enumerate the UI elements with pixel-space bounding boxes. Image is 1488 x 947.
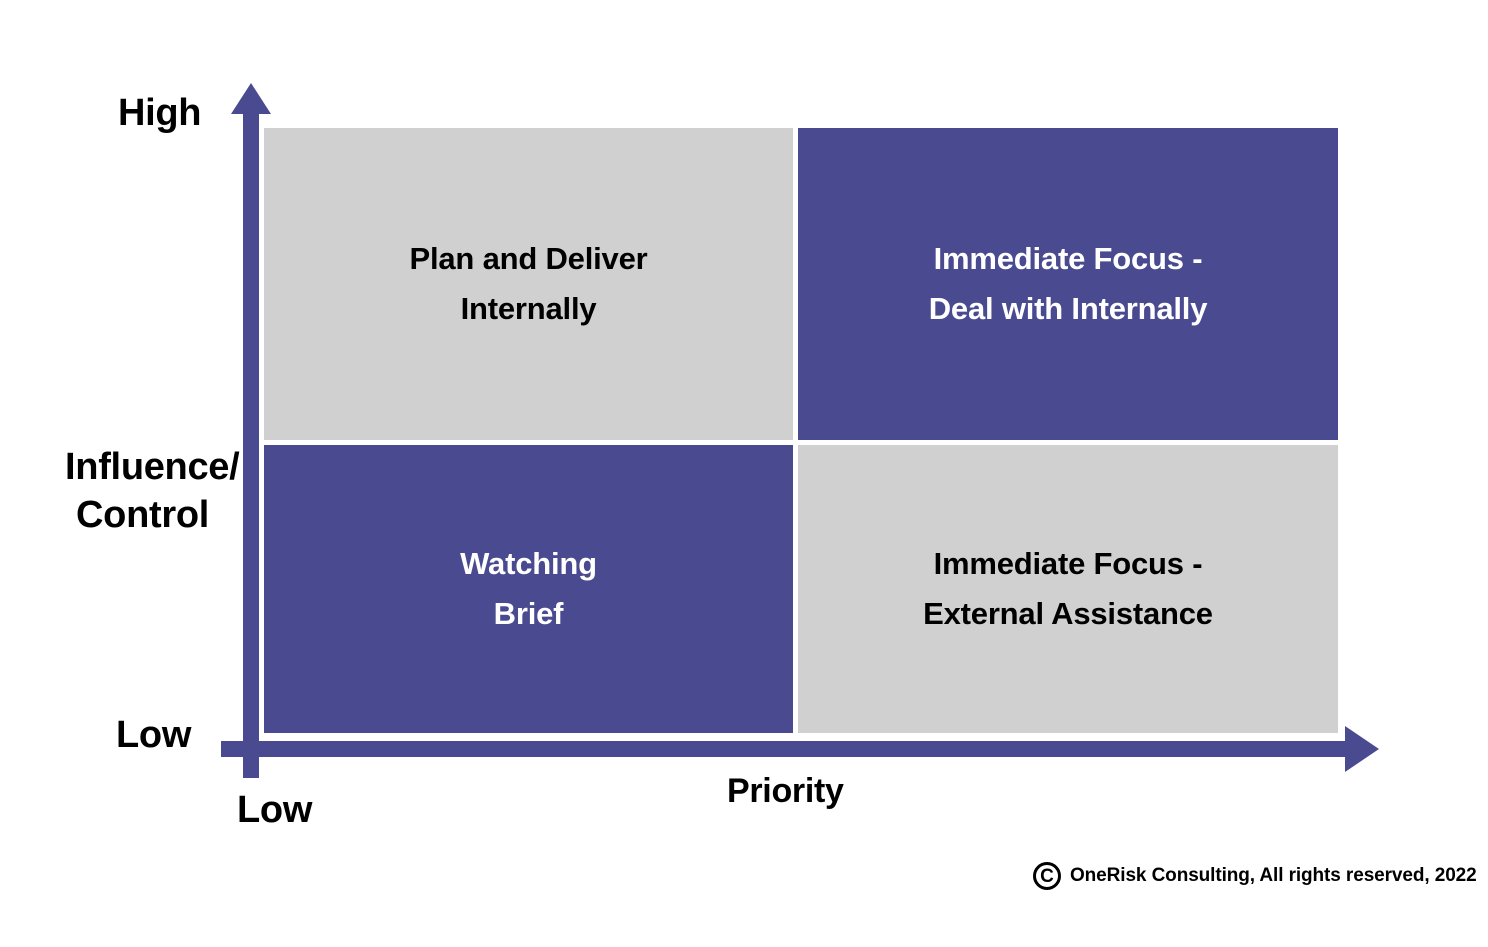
y-axis-title-line2: Control bbox=[76, 494, 209, 537]
copyright-icon: C bbox=[1033, 862, 1061, 890]
quadrant-label-line2: Deal with Internally bbox=[928, 291, 1208, 326]
quadrant-plan-and-deliver-internally[interactable]: Plan and Deliver Internally bbox=[264, 128, 793, 440]
y-axis-low-label: Low bbox=[116, 714, 192, 756]
quadrant-watching-brief[interactable]: Watching Brief bbox=[264, 445, 793, 733]
x-axis-low-label: Low bbox=[237, 789, 313, 831]
quadrant-label-line2: External Assistance bbox=[923, 596, 1213, 631]
copyright-text: OneRisk Consulting, All rights reserved,… bbox=[1070, 865, 1477, 886]
y-axis-title: Influence/ Control bbox=[24, 394, 240, 589]
quadrant-label-line1: Plan and Deliver bbox=[409, 240, 648, 276]
y-axis-title-line1: Influence/ bbox=[65, 445, 240, 488]
y-axis-line bbox=[243, 110, 259, 778]
quadrant-immediate-focus-deal-with-internally[interactable]: Immediate Focus - Deal with Internally bbox=[798, 128, 1338, 440]
quadrant-label-line1: Immediate Focus - bbox=[933, 240, 1203, 276]
copyright-notice: C OneRisk Consulting, All rights reserve… bbox=[1033, 862, 1477, 890]
priority-influence-matrix: Plan and Deliver Internally Immediate Fo… bbox=[264, 128, 1338, 733]
x-axis-title: Priority bbox=[727, 772, 844, 810]
x-axis-line bbox=[221, 741, 1351, 757]
quadrant-immediate-focus-external-assistance[interactable]: Immediate Focus - External Assistance bbox=[798, 445, 1338, 733]
quadrant-label-line2: Internally bbox=[460, 291, 597, 326]
y-axis-high-label: High bbox=[118, 92, 202, 134]
quadrant-label-line1: Immediate Focus - bbox=[933, 545, 1203, 581]
quadrant-label-line1: Watching bbox=[460, 545, 597, 581]
x-axis-arrow-icon bbox=[1345, 726, 1379, 772]
quadrant-label-line2: Brief bbox=[493, 596, 564, 631]
y-axis-arrow-icon bbox=[231, 83, 271, 114]
